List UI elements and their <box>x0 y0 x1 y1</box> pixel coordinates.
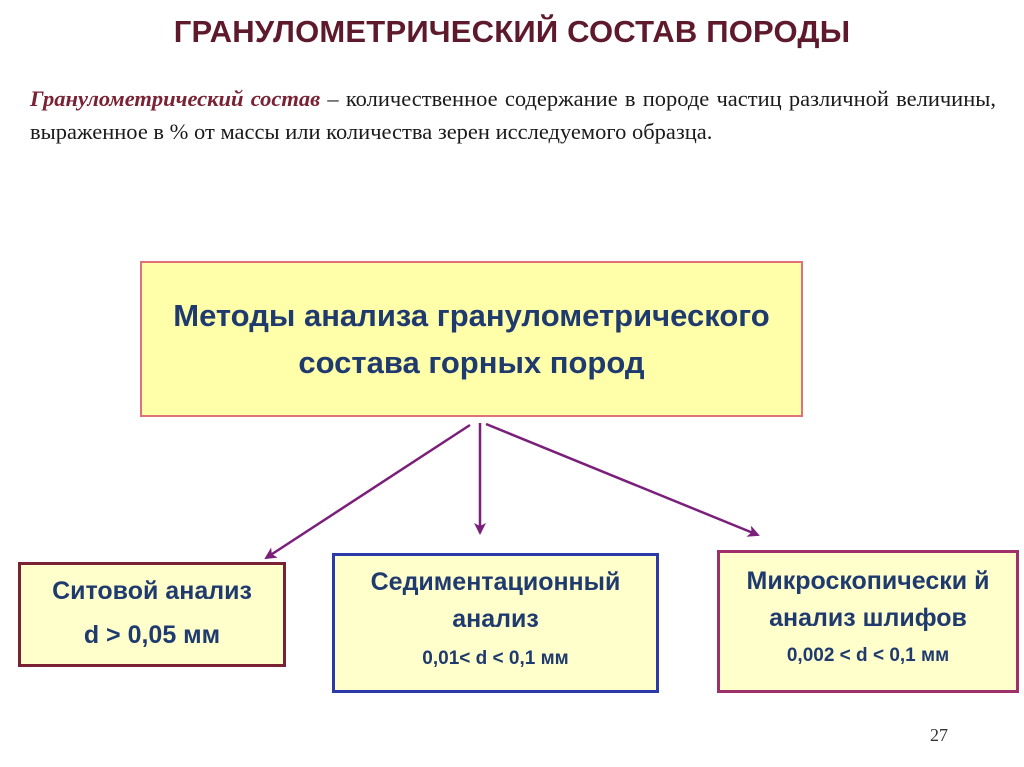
definition-text: – количественное содержание в породе час… <box>30 86 996 144</box>
definition-term: Гранулометрический состав <box>30 86 321 111</box>
method-range: d > 0,05 мм <box>83 621 221 649</box>
definition-paragraph: Гранулометрический состав – количественн… <box>30 82 996 148</box>
method-name: Микроскопически й анализ шлифов <box>746 567 990 632</box>
method-box-sedimentation: Седиментационный анализ 0,01< d < 0,1 мм <box>332 553 659 693</box>
method-name: Седиментационный анализ <box>370 568 621 633</box>
method-box-sieve: Ситовой анализ d > 0,05 мм <box>18 562 286 667</box>
arrow-to-sieve <box>264 423 471 560</box>
page-number: 27 <box>930 725 948 745</box>
slide-title: ГРАНУЛОМЕТРИЧЕСКИЙ СОСТАВ ПОРОДЫ <box>173 14 851 49</box>
methods-main-box: Методы анализа гранулометрического соста… <box>140 261 803 417</box>
method-name: Ситовой анализ <box>52 577 252 605</box>
method-box-microscopic: Микроскопически й анализ шлифов 0,002 < … <box>717 550 1019 693</box>
method-range: 0,01< d < 0,1 мм <box>422 648 569 669</box>
method-range: 0,002 < d < 0,1 мм <box>786 645 950 666</box>
arrow-to-microscopic <box>485 422 760 537</box>
methods-main-box-text: Методы анализа гранулометрического соста… <box>173 298 770 380</box>
